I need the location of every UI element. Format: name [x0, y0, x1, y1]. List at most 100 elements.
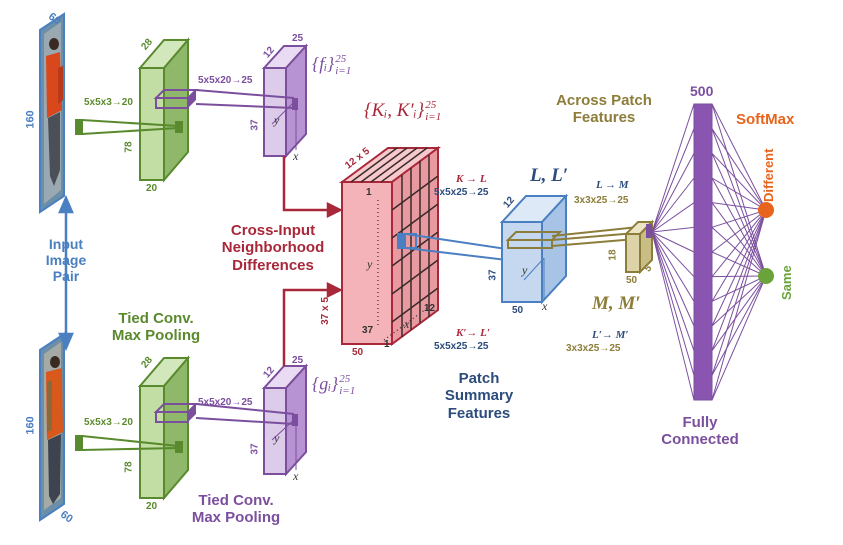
input-pair-arrow	[58, 194, 74, 352]
fc-output-edge	[711, 209, 767, 327]
fc-input-edge	[651, 226, 695, 233]
neighborhood-block	[338, 146, 442, 346]
lp-to-mp-label: L′→ M′	[592, 329, 629, 341]
conv2-kernel-top: 5x5x20→25	[198, 75, 253, 86]
conv1-width-top: 20	[146, 183, 158, 194]
neighborhood-bottom-dim: 50	[352, 347, 364, 358]
fc-output-edge	[711, 103, 767, 211]
patch-summary-axis-x: x	[542, 299, 548, 313]
fc-output-edge	[711, 153, 767, 277]
neighborhood-set-symbol: {Kᵢ, K′ᵢ}	[364, 99, 425, 121]
input-image-bottom	[39, 332, 65, 522]
fc-output-edge	[711, 275, 767, 302]
fc-output-edge	[711, 128, 767, 211]
fc-output-edge	[711, 209, 767, 253]
conv2-height-top: 37	[249, 119, 261, 131]
fc-output-edge	[711, 209, 767, 376]
conv1-height-bottom: 78	[123, 461, 135, 473]
fc-input-edge	[651, 177, 695, 233]
conv1-block-bottom	[137, 355, 199, 501]
fc-input-edge	[651, 231, 695, 278]
fc-input-edge	[651, 153, 695, 233]
patch-summary-block	[499, 193, 569, 305]
across-patch-height: 18	[607, 249, 619, 261]
conv2-kernel-bottom: 5x5x20→25	[198, 397, 253, 408]
fc-output-edge	[711, 177, 767, 211]
neighborhood-row-37: 37	[362, 325, 374, 336]
output-node-different	[758, 202, 774, 218]
g-set-symbol: {gᵢ}	[312, 373, 339, 394]
neighborhood-col-12: 12	[424, 303, 436, 314]
softmax-different: Different	[761, 148, 776, 202]
fc-input-edge	[651, 231, 695, 327]
conv2-block-bottom	[261, 363, 309, 477]
across-patch-set-label: M, M′	[592, 293, 641, 314]
patch-summary-axis-y: y	[522, 263, 528, 277]
neighborhood-col-x: x	[404, 317, 410, 331]
l-to-m-label: L → M	[596, 179, 629, 191]
fc-output-edge	[711, 209, 767, 401]
conv2-axis-y-bottom: y	[274, 431, 280, 445]
fully-connected-edges	[651, 103, 767, 401]
across-patch-width: 50	[626, 275, 638, 286]
conv1-caption: Tied Conv. Max Pooling	[96, 310, 216, 345]
fc-output-edge	[711, 152, 767, 211]
conv1-height-top: 78	[123, 141, 135, 153]
fc-input-edge	[651, 231, 695, 376]
input-caption-line-1: Input	[48, 236, 84, 252]
fc-output-edge	[711, 128, 767, 277]
fc-output-edge	[711, 275, 767, 351]
k-kernel-label: 5x5x25→25	[434, 187, 489, 198]
fully-connected-caption: Fully Connected	[650, 414, 750, 449]
conv2-kernel-lines	[195, 89, 295, 425]
fc-output-edge	[711, 226, 767, 277]
fc-output-edge	[711, 275, 767, 376]
input-bottom-height: 160	[24, 416, 37, 435]
conv1-kernel-top: 5x5x3→20	[84, 97, 133, 108]
conv1-caption-line-1: Tied Conv.	[118, 310, 194, 327]
fc-input-edge	[651, 231, 695, 253]
neighborhood-side-dim: 37 x 5	[319, 297, 331, 325]
across-patch-block	[623, 219, 655, 275]
fully-connected-layer	[693, 103, 713, 401]
patch-summary-caption-line-3: Features	[447, 404, 511, 422]
neighborhood-row-y: y	[367, 257, 373, 271]
fc-output-edge	[711, 275, 767, 401]
fc-input-edge	[651, 231, 695, 401]
fc-output-edge	[711, 177, 767, 277]
conv2-caption-line-2: Max Pooling	[191, 509, 281, 527]
conv1-block-top	[137, 37, 199, 183]
g-set-sup: 25	[339, 373, 351, 385]
patch-summary-caption-line-2: Summary	[444, 387, 514, 405]
input-caption: Input Image Pair	[36, 236, 96, 284]
input-image-top	[39, 12, 65, 214]
softmax-label: SoftMax	[736, 111, 795, 128]
conv2-depth-top: 25	[292, 33, 304, 44]
fc-input-edge	[651, 231, 695, 351]
conv2-depth-bottom: 25	[292, 355, 304, 366]
cross-input-arrows	[282, 156, 343, 366]
across-patch-caption: Across Patch Features	[544, 92, 664, 127]
f-set-label: {fᵢ} 25 i=1	[312, 53, 351, 77]
conv2-axis-x-top: x	[293, 149, 299, 163]
neighborhood-set-sub: i=1	[425, 110, 442, 123]
conv2-axis-y-top: y	[274, 113, 280, 127]
conv2-caption: Tied Conv. Max Pooling	[176, 492, 296, 527]
neighborhood-set-sup: 25	[425, 99, 437, 111]
conv1-kernel-bottom: 5x5x3→20	[84, 417, 133, 428]
fc-input-edge	[651, 202, 695, 233]
fc-output-edge	[711, 202, 767, 277]
conv2-height-bottom: 37	[249, 443, 261, 455]
conv2-block-top	[261, 43, 309, 159]
k-to-l-label: K → L	[456, 173, 487, 185]
conv2-caption-line-1: Tied Conv.	[198, 492, 274, 509]
input-caption-line-3: Pair	[52, 268, 80, 285]
neighborhood-caption-line-3: Differences	[232, 256, 314, 274]
patch-summary-height: 37	[487, 269, 499, 281]
fc-output-edge	[711, 103, 767, 277]
lp-kernel-label: 3x3x25→25	[566, 343, 621, 354]
fc-input-edge	[651, 103, 695, 233]
g-set-sub: i=1	[339, 384, 356, 397]
f-set-sup: 25	[335, 53, 347, 65]
